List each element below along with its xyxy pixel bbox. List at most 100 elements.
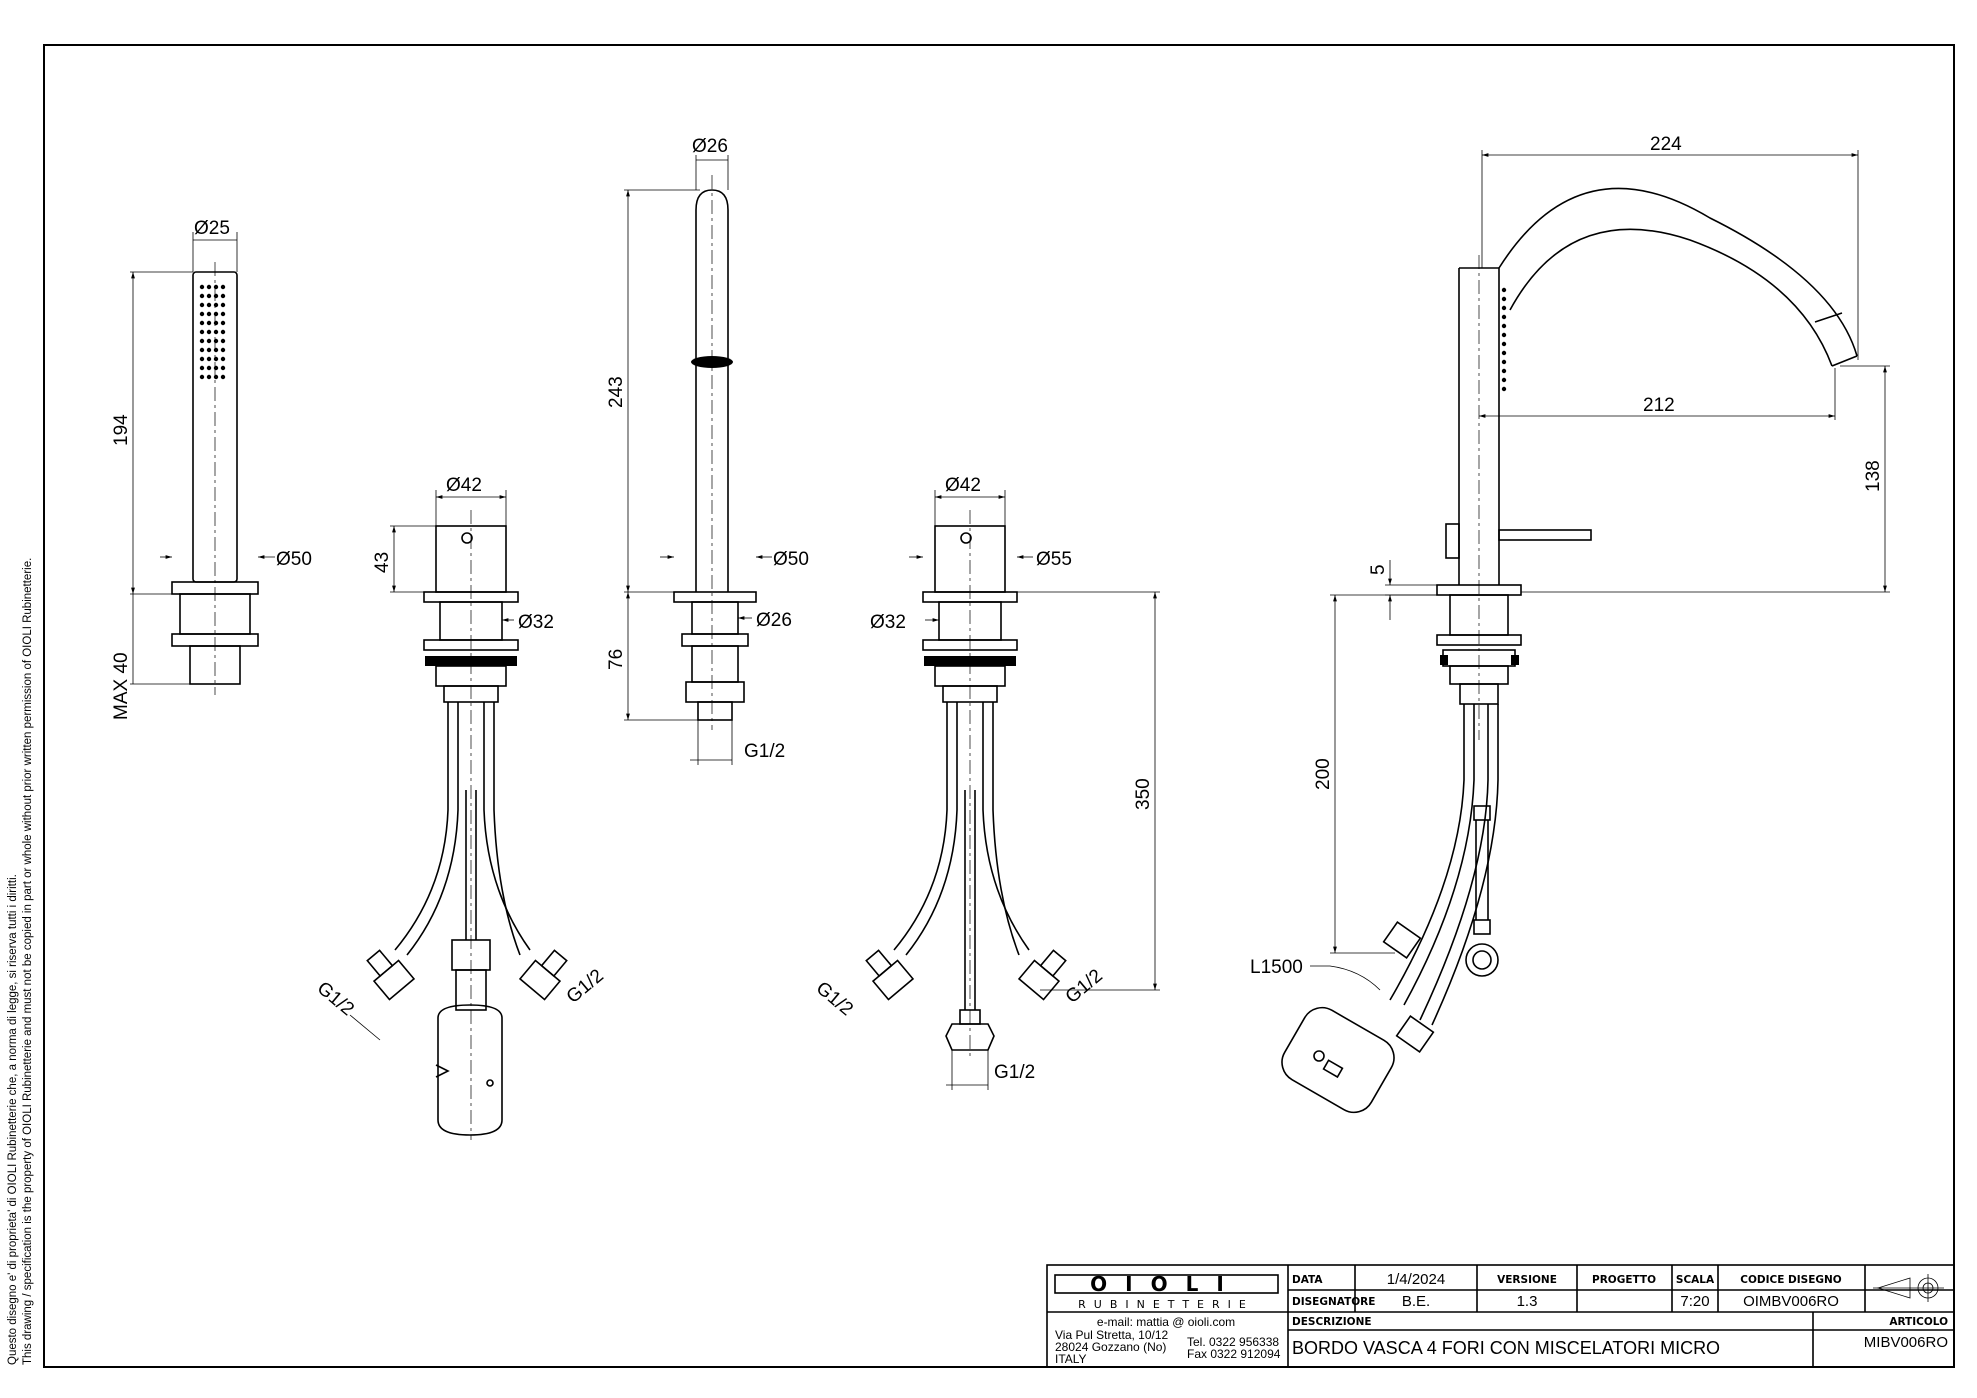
shower-nozzle-dot xyxy=(206,365,212,371)
spout-aerator-dot xyxy=(1501,386,1507,392)
dim-diverter-dbody: Ø26 xyxy=(756,610,792,631)
view-hand-shower: Ø25 194 MAX 40 Ø50 xyxy=(111,218,312,720)
shower-nozzle-dot xyxy=(220,329,226,335)
dim-spout-flange: 5 xyxy=(1368,564,1389,575)
spout-aerator-dot xyxy=(1501,305,1507,311)
shower-nozzle-dot xyxy=(213,284,219,290)
dim-diverter-thread: G1/2 xyxy=(744,741,785,762)
dim-mixer-right-dtop: Ø42 xyxy=(945,475,981,496)
shower-nozzle-dot xyxy=(220,302,226,308)
value-versione: 1.3 xyxy=(1517,1293,1538,1310)
shower-nozzle-dot xyxy=(199,356,205,362)
view-spout: 224 212 138 5 200 L1500 xyxy=(1250,134,1890,1114)
shower-nozzle-dot xyxy=(199,293,205,299)
dim-mixer-right-conn-bottom: G1/2 xyxy=(994,1062,1035,1083)
shower-nozzle-dot xyxy=(206,293,212,299)
dim-diverter-dtop: Ø26 xyxy=(692,136,728,157)
shower-nozzle-dot xyxy=(220,374,226,380)
shower-nozzle-dot xyxy=(220,284,226,290)
dim-hand-max: MAX 40 xyxy=(111,652,132,720)
dim-spout-reach: 224 xyxy=(1650,134,1682,155)
company-address-1: Via Pul Stretta, 10/12 xyxy=(1055,1328,1169,1342)
shower-nozzle-dot xyxy=(206,284,212,290)
view-mixer-left: Ø42 43 Ø32 G1/2 G1/2 xyxy=(313,475,608,1140)
dim-spout-outlet: 212 xyxy=(1643,395,1675,416)
spout-aerator-dot xyxy=(1501,377,1507,383)
company-logo: OIOLI RUBINETTERIE xyxy=(1054,1272,1279,1311)
value-codice: OIMBV006RO xyxy=(1743,1293,1839,1310)
spout-aerator-dot xyxy=(1501,287,1507,293)
shower-nozzle-dot xyxy=(199,311,205,317)
title-block: OIOLI RUBINETTERIE e-mail: mattia @ oiol… xyxy=(1046,1264,1955,1368)
shower-nozzle-dot xyxy=(213,293,219,299)
dim-hand-dtop: Ø25 xyxy=(194,218,230,239)
shower-nozzle-dot xyxy=(220,365,226,371)
value-articolo: MIBV006RO xyxy=(1864,1334,1948,1351)
dim-mixer-right-dbody: Ø32 xyxy=(870,612,906,633)
shower-nozzle-dot xyxy=(220,347,226,353)
view-mixer-right: Ø42 Ø55 Ø32 350 G1/2 G1/2 G1/2 xyxy=(812,475,1160,1090)
spout-aerator-dot xyxy=(1501,359,1507,365)
shower-nozzle-dot xyxy=(199,338,205,344)
shower-nozzle-dot xyxy=(206,347,212,353)
dim-hand-height: 194 xyxy=(111,414,132,446)
shower-nozzle-dot xyxy=(220,320,226,326)
label-codice: CODICE DISEGNO xyxy=(1740,1274,1842,1286)
shower-nozzle-dot xyxy=(206,311,212,317)
company-email: e-mail: mattia @ oioli.com xyxy=(1097,1315,1235,1329)
drawing-frame xyxy=(43,44,1955,1368)
label-data: DATA xyxy=(1292,1274,1323,1286)
shower-nozzle-dot xyxy=(206,374,212,380)
dim-mixer-right-conn-left: G1/2 xyxy=(812,978,857,1021)
dim-mixer-left-dtop: Ø42 xyxy=(446,475,482,496)
shower-nozzle-dot xyxy=(206,320,212,326)
spout-aerator-dot xyxy=(1501,332,1507,338)
view-diverter: Ø26 243 76 Ø50 Ø26 G1/2 xyxy=(606,136,809,765)
spout-aerator-dot xyxy=(1501,341,1507,347)
company-address-3: ITALY xyxy=(1055,1352,1087,1366)
shower-nozzle-dot xyxy=(220,293,226,299)
value-data: 1/4/2024 xyxy=(1387,1271,1445,1288)
shower-nozzle-dot xyxy=(213,329,219,335)
shower-nozzle-dot xyxy=(213,356,219,362)
side-notice: Questo disegno e' di proprieta' di OIOLI… xyxy=(7,558,34,1365)
dim-spout-height: 138 xyxy=(1863,460,1884,492)
company-tel: Tel. 0322 956338 xyxy=(1187,1335,1279,1349)
label-disegnatore: DISEGNATORE xyxy=(1292,1296,1375,1308)
company-fax: Fax 0322 912094 xyxy=(1187,1347,1281,1361)
shower-nozzle-dot xyxy=(199,320,205,326)
shower-nozzle-dot xyxy=(213,374,219,380)
dim-mixer-left-dbody: Ø32 xyxy=(518,612,554,633)
shower-nozzle-dot xyxy=(199,347,205,353)
shower-nozzle-dot xyxy=(206,338,212,344)
projection-symbol-icon xyxy=(1873,1274,1944,1302)
dim-spout-hose: L1500 xyxy=(1250,957,1303,978)
side-notice-line2: This drawing / specification is the prop… xyxy=(22,558,34,1365)
shower-nozzle-dot xyxy=(213,320,219,326)
shower-nozzle-dot xyxy=(213,302,219,308)
shower-nozzle-dot xyxy=(206,302,212,308)
shower-nozzle-dot xyxy=(220,338,226,344)
dim-mixer-right-dbase: Ø55 xyxy=(1036,549,1072,570)
logo-subtext: RUBINETTERIE xyxy=(1078,1298,1254,1311)
shower-nozzle-dot xyxy=(213,338,219,344)
spout-aerator-dot xyxy=(1501,296,1507,302)
value-descrizione: BORDO VASCA 4 FORI CON MISCELATORI MICRO xyxy=(1292,1338,1720,1358)
shower-nozzle-dot xyxy=(220,356,226,362)
label-descrizione: DESCRIZIONE xyxy=(1292,1316,1372,1328)
shower-nozzle-dot xyxy=(199,374,205,380)
shower-nozzle-dot xyxy=(213,311,219,317)
shower-nozzle-dot xyxy=(213,365,219,371)
shower-nozzle-dot xyxy=(206,329,212,335)
value-scala: 7:20 xyxy=(1680,1293,1709,1310)
dim-hand-dbase: Ø50 xyxy=(276,549,312,570)
spout-aerator-dot xyxy=(1501,368,1507,374)
dim-mixer-left-conn-left: G1/2 xyxy=(313,978,358,1021)
shower-nozzle-dot xyxy=(220,311,226,317)
dim-mixer-right-length: 350 xyxy=(1133,778,1154,810)
dim-mixer-left-height: 43 xyxy=(372,552,393,573)
spout-aerator-dot xyxy=(1501,350,1507,356)
logo-text: OIOLI xyxy=(1090,1272,1242,1296)
shower-nozzle-dot xyxy=(199,284,205,290)
